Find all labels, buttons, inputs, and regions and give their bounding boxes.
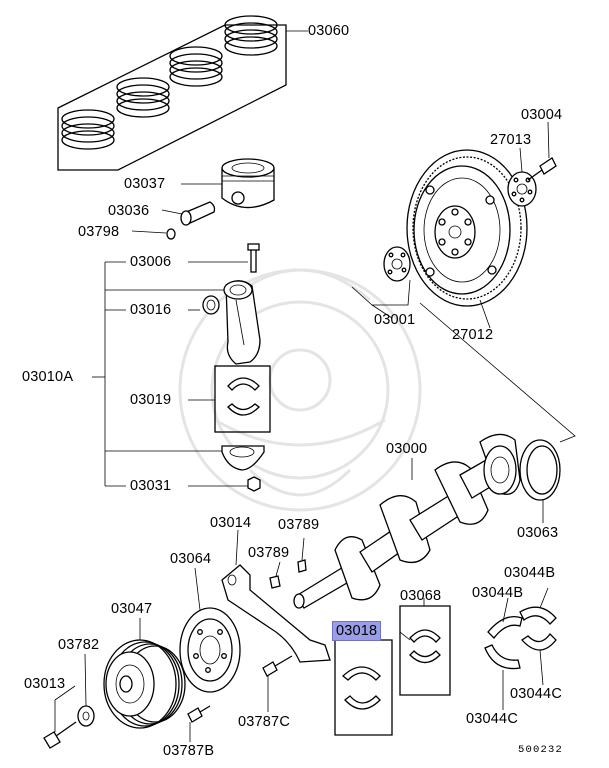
flywheel-plate: [507, 147, 537, 207]
flywheel-bolt: [527, 121, 557, 181]
label-27013[interactable]: 27013: [490, 132, 532, 148]
drive-plate: [351, 246, 411, 319]
piston-pin: [131, 201, 216, 240]
label-03060[interactable]: 03060: [308, 23, 350, 39]
label-03004[interactable]: 03004: [521, 107, 563, 123]
label-03787C[interactable]: 03787C: [238, 714, 290, 730]
label-03798[interactable]: 03798: [78, 224, 120, 240]
conrod-bearing-set: [188, 365, 271, 433]
label-03789-lower[interactable]: 03789: [248, 545, 290, 561]
piston-ring-set: [57, 15, 308, 171]
pulley-washer: [77, 653, 95, 727]
label-03789-upper[interactable]: 03789: [278, 517, 320, 533]
label-03010A[interactable]: 03010A: [22, 369, 74, 385]
label-03036[interactable]: 03036: [108, 203, 150, 219]
label-03019[interactable]: 03019: [130, 392, 172, 408]
bearing-cap-girdle: [221, 529, 331, 663]
label-27012[interactable]: 27012: [452, 327, 494, 343]
main-bearing-set-lower: [334, 639, 393, 736]
flywheel: [406, 149, 528, 329]
label-leaders: [399, 631, 411, 641]
crank-pulley: [103, 618, 186, 729]
crankshaft: [293, 433, 521, 609]
label-03064[interactable]: 03064: [170, 551, 212, 567]
rear-oil-seal: [519, 439, 561, 523]
main-bearing-set-upper: [399, 598, 451, 696]
conrod-bracket: [92, 261, 248, 487]
conrod-nut: [247, 476, 261, 492]
label-03782[interactable]: 03782: [58, 637, 100, 653]
connecting-rod: [202, 280, 261, 365]
label-03047[interactable]: 03047: [111, 601, 153, 617]
girdle-bolt: [262, 655, 293, 712]
label-03016[interactable]: 03016: [130, 302, 172, 318]
thrust-bearings: [484, 587, 557, 710]
watermark-emblem: [178, 268, 422, 512]
label-03063[interactable]: 03063: [517, 525, 559, 541]
label-03006[interactable]: 03006: [130, 254, 172, 270]
conrod-cap: [221, 445, 265, 471]
conrod-bolt: [247, 243, 260, 273]
label-03044B-right[interactable]: 03044B: [504, 565, 556, 581]
pulley-plate-bolt: [187, 705, 211, 742]
crank-leader: [419, 302, 576, 443]
crank-sprocket-plate: [179, 567, 241, 693]
figure-id: 500232: [518, 744, 564, 756]
label-03037[interactable]: 03037: [124, 176, 166, 192]
label-03031[interactable]: 03031: [130, 478, 172, 494]
label-03000[interactable]: 03000: [386, 441, 428, 457]
pulley-bolt: [43, 685, 77, 749]
label-03013[interactable]: 03013: [24, 676, 66, 692]
label-03787B[interactable]: 03787B: [163, 743, 215, 759]
label-03044B-left[interactable]: 03044B: [472, 585, 524, 601]
label-03044C-left[interactable]: 03044C: [466, 711, 518, 727]
label-03044C-right[interactable]: 03044C: [510, 686, 562, 702]
label-03014[interactable]: 03014: [210, 515, 252, 531]
label-03068[interactable]: 03068: [400, 588, 442, 604]
label-03001[interactable]: 03001: [374, 312, 416, 328]
label-03018-highlighted[interactable]: 03018: [332, 621, 382, 641]
piston: [181, 158, 275, 209]
